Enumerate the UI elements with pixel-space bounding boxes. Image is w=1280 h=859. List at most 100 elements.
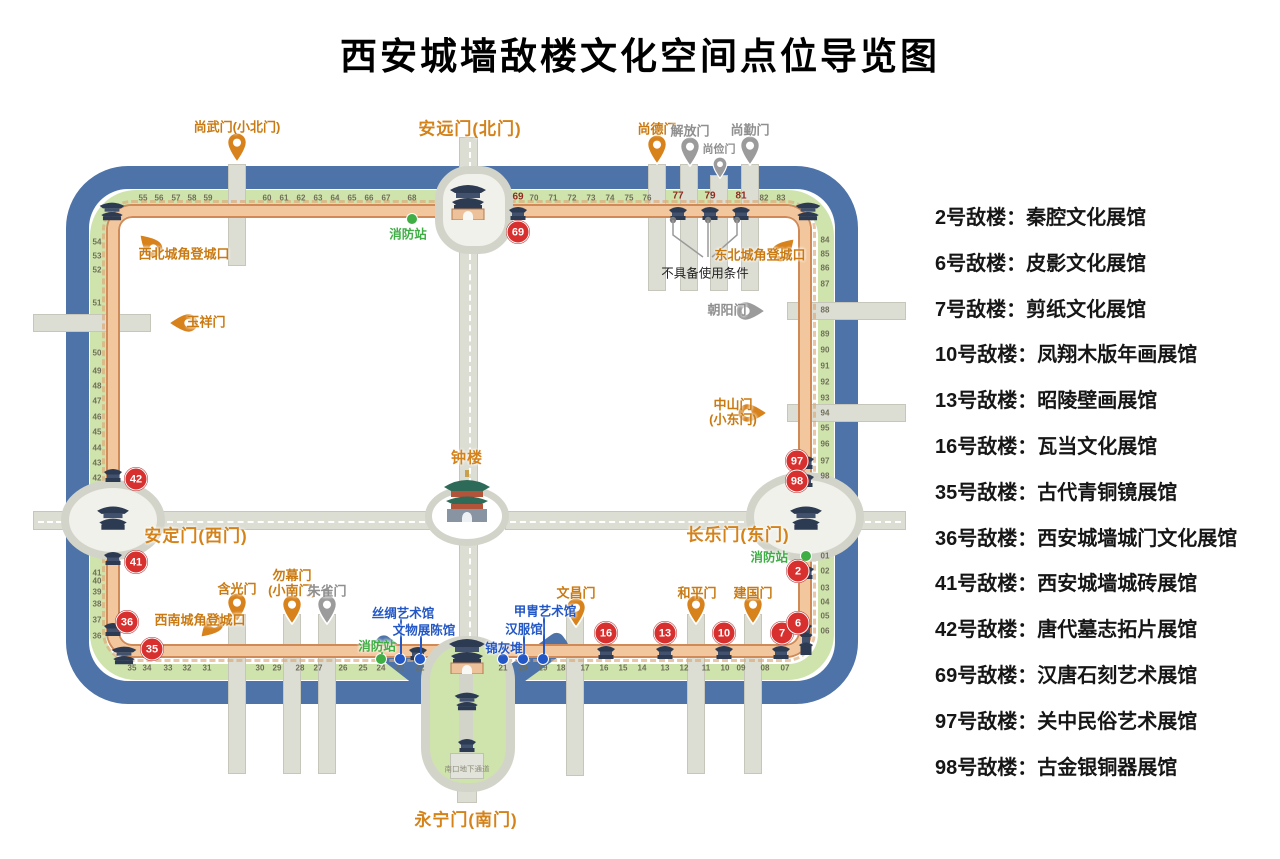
wall-tower-icon <box>98 199 126 221</box>
legend-item: 7号敌楼：剪纸文化展馆 <box>935 298 1147 321</box>
wall-number: 37 <box>92 615 102 625</box>
wall-number: 89 <box>820 329 830 339</box>
wall-number: 14 <box>637 663 647 673</box>
road-chaoyangmen <box>788 303 905 319</box>
wall-number: 84 <box>820 235 830 245</box>
gate-label: 安定门(西门) <box>144 526 248 546</box>
wall-number: 98 <box>820 471 830 481</box>
gate-pin-icon <box>742 593 764 626</box>
badge-35: 35 <box>140 637 164 661</box>
wall-number: 70 <box>529 193 539 203</box>
wall-number: 71 <box>548 193 558 203</box>
tower-number: 81 <box>735 190 747 202</box>
wall-number: 56 <box>154 193 164 203</box>
wall-number: 11 <box>701 663 711 673</box>
wall-number: 12 <box>679 663 689 673</box>
poi-dot <box>498 654 508 664</box>
wall-tower-icon <box>103 549 123 565</box>
wall-number: 55 <box>138 193 148 203</box>
wall-number: 28 <box>295 663 305 673</box>
road-south-axis <box>460 544 477 642</box>
gate-pin-label: 尚勤门 <box>730 122 770 138</box>
wall-number: 65 <box>347 193 357 203</box>
gate-tower-icon <box>446 180 490 221</box>
road-north-axis <box>460 250 477 488</box>
wall-tower-icon <box>714 643 734 659</box>
wall-number: 72 <box>567 193 577 203</box>
wall-number: 16 <box>599 663 609 673</box>
poi-connector <box>420 636 422 654</box>
gate-pin-icon <box>685 593 707 626</box>
badge-42: 42 <box>124 467 148 491</box>
gate-pin-label: 东北城角登城口 <box>714 247 806 263</box>
legend-item: 6号敌楼：皮影文化展馆 <box>935 252 1147 275</box>
legend-item: 2号敌楼：秦腔文化展馆 <box>935 207 1147 229</box>
gate-pin-icon <box>712 156 728 180</box>
gate-pin-label: 朝阳门 <box>707 302 747 318</box>
poi-connector <box>543 617 545 654</box>
wall-number: 15 <box>618 663 628 673</box>
wall-number: 04 <box>820 597 830 607</box>
gate-pin-label: 勿幕门 (小南门) <box>268 568 316 598</box>
unusable-note: 不具备使用条件 <box>661 266 749 281</box>
wall-number: 54 <box>92 237 102 247</box>
wall-number: 62 <box>296 193 306 203</box>
badge-6: 6 <box>786 611 810 635</box>
wall-number: 50 <box>92 348 102 358</box>
wall-tower-icon <box>110 643 138 665</box>
gate-pin-label: 文昌门 <box>556 585 596 601</box>
wall-number: 74 <box>605 193 615 203</box>
wall-tower-icon <box>731 204 751 220</box>
road-zhongshanmen <box>788 405 905 421</box>
gate-pin-label: 中山门 (小东门) <box>709 397 757 427</box>
wall-number: 24 <box>376 663 386 673</box>
wall-number: 07 <box>780 663 790 673</box>
poi-dot <box>538 654 548 664</box>
wall-number: 01 <box>820 551 830 561</box>
gate-pin-label: 玉祥门 <box>186 314 226 330</box>
gate-pin-label: 朱雀门 <box>307 583 347 599</box>
wall-number: 21 <box>498 663 508 673</box>
wall-tower-icon <box>771 643 791 659</box>
gate-tower-icon <box>445 634 489 675</box>
wall-number: 68 <box>407 193 417 203</box>
wall-tower-icon <box>788 502 824 530</box>
gate-pin-icon <box>734 300 767 322</box>
wall-number: 29 <box>272 663 282 673</box>
gate-pin-icon <box>131 226 169 264</box>
wall-number: 35 <box>127 663 137 673</box>
wall-tower-icon <box>95 502 131 530</box>
gate-pin-icon <box>736 402 769 424</box>
gate-pin-icon <box>316 593 338 626</box>
legend-item: 16号敌楼：瓦当文化展馆 <box>935 435 1158 458</box>
wall-number: 17 <box>580 663 590 673</box>
badge-36: 36 <box>115 610 139 634</box>
poi-label: 甲胄艺术馆 <box>513 604 577 619</box>
wall-tower-icon <box>457 736 477 752</box>
wall-number: 13 <box>660 663 670 673</box>
wall-number: 42 <box>92 473 102 483</box>
wall-number: 57 <box>171 193 181 203</box>
page-title: 西安城墙敌楼文化空间点位导览图 <box>340 36 940 77</box>
gate-pin-label: 尚武门(小北门) <box>193 119 281 135</box>
wall-number: 51 <box>92 298 102 308</box>
poi-dot <box>518 654 528 664</box>
wall-number: 08 <box>760 663 770 673</box>
gate-pin-label: 西北城角登城口 <box>138 246 230 262</box>
legend: 2号敌楼：秦腔文化展馆 6号敌楼：皮影文化展馆 7号敌楼：剪纸文化展馆 10号敌楼：凤… <box>935 201 1237 780</box>
wall-number: 96 <box>820 439 830 449</box>
road-west-stub <box>34 512 66 529</box>
gate-pin-icon <box>281 593 303 626</box>
poi-dot <box>376 654 386 664</box>
gate-pin-icon <box>679 135 701 168</box>
poi-dot <box>801 551 811 561</box>
badge-13: 13 <box>653 621 677 645</box>
road-west-axis <box>163 512 429 529</box>
wall-number: 66 <box>364 193 374 203</box>
gate-pin-label: 和平门 <box>677 585 717 601</box>
wall-number: 33 <box>163 663 173 673</box>
wall-number: 75 <box>624 193 634 203</box>
legend-item: 10号敌楼：凤翔木版年画展馆 <box>935 344 1198 367</box>
wall-number: 94 <box>820 408 830 418</box>
badge-2: 2 <box>786 559 810 583</box>
